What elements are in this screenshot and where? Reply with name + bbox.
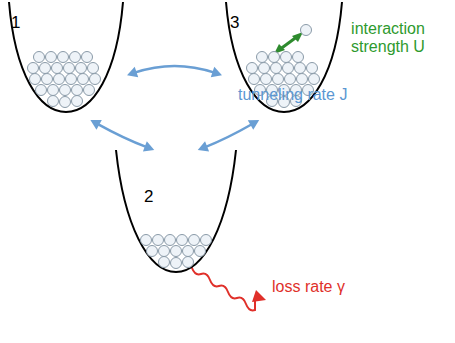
atom bbox=[201, 235, 212, 246]
loss-label: loss rate γ bbox=[272, 278, 392, 296]
atom bbox=[285, 74, 296, 85]
atom bbox=[159, 246, 170, 257]
arrow-head bbox=[252, 290, 266, 302]
connector-line bbox=[135, 66, 215, 73]
atom bbox=[82, 52, 93, 63]
atom bbox=[171, 246, 182, 257]
atom bbox=[42, 74, 53, 85]
arrow-head bbox=[90, 120, 101, 130]
well-curve bbox=[9, 2, 123, 112]
atom bbox=[70, 52, 81, 63]
atom bbox=[34, 52, 45, 63]
atom bbox=[183, 257, 194, 268]
atom bbox=[60, 85, 71, 96]
atom bbox=[78, 74, 89, 85]
atom bbox=[247, 63, 258, 74]
atom bbox=[36, 85, 47, 96]
arrow-head bbox=[211, 67, 222, 77]
atom bbox=[64, 63, 75, 74]
atom bbox=[90, 74, 101, 85]
connector-line bbox=[205, 124, 252, 147]
atom bbox=[293, 52, 304, 63]
atom bbox=[259, 63, 270, 74]
atom bbox=[60, 97, 71, 108]
well-number: 2 bbox=[144, 188, 153, 205]
atom bbox=[58, 52, 69, 63]
atom bbox=[54, 74, 65, 85]
well-number: 3 bbox=[230, 14, 239, 31]
potential-well: 1 bbox=[5, 2, 127, 120]
atom bbox=[84, 85, 95, 96]
atom bbox=[40, 63, 51, 74]
atom bbox=[283, 63, 294, 74]
arrow-head bbox=[248, 120, 259, 130]
tunneling-arrow bbox=[127, 66, 222, 77]
atom bbox=[165, 235, 176, 246]
atom bbox=[76, 63, 87, 74]
atom bbox=[48, 96, 59, 107]
atom bbox=[52, 63, 63, 74]
connector-line bbox=[97, 124, 146, 147]
loss-wave bbox=[183, 262, 255, 311]
arrow-head bbox=[198, 141, 209, 151]
atom bbox=[171, 258, 182, 269]
atom bbox=[72, 85, 83, 96]
atom bbox=[309, 74, 320, 85]
well-number: 1 bbox=[11, 14, 20, 31]
atom bbox=[183, 246, 194, 257]
atom bbox=[153, 235, 164, 246]
atom bbox=[46, 52, 57, 63]
atom bbox=[301, 25, 312, 36]
arrow-head bbox=[143, 141, 154, 151]
interaction-label: interaction strength U bbox=[326, 20, 450, 57]
atom bbox=[28, 63, 39, 74]
atom bbox=[189, 235, 200, 246]
arrow-head bbox=[127, 67, 138, 77]
tunneling-arrow bbox=[90, 120, 154, 152]
tunneling-arrow bbox=[198, 120, 259, 151]
atom bbox=[295, 63, 306, 74]
atom bbox=[257, 52, 268, 63]
atom bbox=[88, 63, 99, 74]
atom bbox=[66, 74, 77, 85]
atom bbox=[30, 74, 41, 85]
atom bbox=[273, 74, 284, 85]
atom bbox=[281, 52, 292, 63]
atom bbox=[297, 74, 308, 85]
tunneling-label: tunneling rate J bbox=[238, 86, 388, 104]
atom bbox=[159, 257, 170, 268]
atom bbox=[72, 96, 83, 107]
atom bbox=[249, 74, 260, 85]
well-outline bbox=[5, 2, 127, 120]
atom bbox=[147, 246, 158, 257]
atom bbox=[261, 74, 272, 85]
atom bbox=[195, 246, 206, 257]
atom bbox=[141, 235, 152, 246]
atom bbox=[48, 85, 59, 96]
atom bbox=[307, 63, 318, 74]
atom bbox=[269, 52, 280, 63]
well-outline bbox=[112, 150, 240, 278]
atom bbox=[271, 63, 282, 74]
potential-well: 2 bbox=[112, 150, 240, 278]
well-curve bbox=[116, 150, 236, 272]
atom bbox=[177, 235, 188, 246]
